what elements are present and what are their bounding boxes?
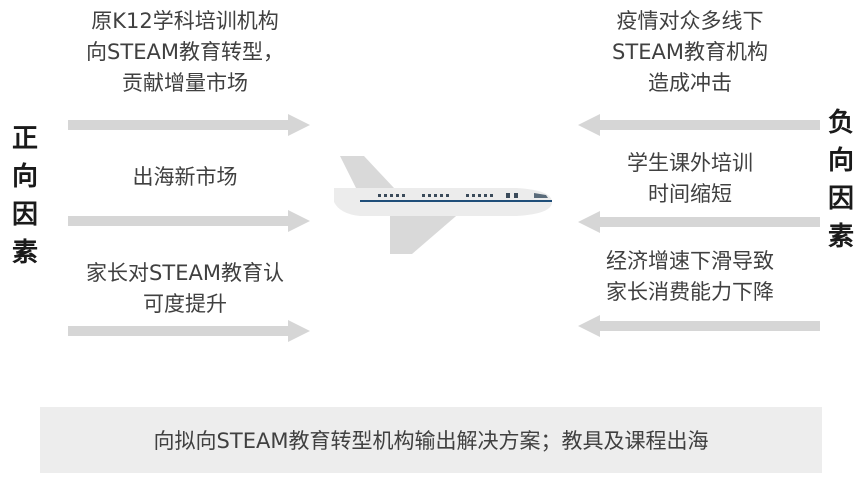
factor-text-line: 向STEAM教育转型， bbox=[86, 40, 284, 64]
negative-label-char: 因 bbox=[827, 184, 854, 214]
factor-text-line: 可度提升 bbox=[143, 292, 227, 316]
factor-text-line: 疫情对众多线下 bbox=[616, 9, 764, 33]
positive-factor-1: 原K12学科培训机构 向STEAM教育转型， 贡献增量市场 bbox=[50, 6, 320, 99]
positive-label-char: 正 bbox=[11, 124, 38, 154]
factor-text-line: 经济增速下滑导致 bbox=[606, 249, 774, 273]
left-arrow bbox=[578, 211, 820, 233]
left-arrow bbox=[578, 114, 820, 136]
right-arrow bbox=[68, 210, 310, 232]
negative-label-char: 素 bbox=[827, 222, 854, 252]
airplane-icon bbox=[320, 150, 560, 264]
factor-text-line: 贡献增量市场 bbox=[122, 71, 248, 95]
positive-factors-label: 正 向 因 素 bbox=[10, 120, 40, 272]
negative-factor-1: 疫情对众多线下 STEAM教育机构 造成冲击 bbox=[560, 6, 820, 99]
factor-text-line: 家长消费能力下降 bbox=[606, 280, 774, 304]
negative-factor-2: 学生课外培训 时间缩短 bbox=[560, 148, 820, 210]
positive-factor-2: 出海新市场 bbox=[50, 162, 320, 193]
negative-factors-label: 负 向 因 素 bbox=[826, 104, 856, 256]
factor-text-line: 造成冲击 bbox=[648, 71, 732, 95]
positive-label-char: 素 bbox=[11, 238, 38, 268]
left-arrow bbox=[578, 315, 820, 337]
positive-label-char: 向 bbox=[11, 162, 38, 192]
right-arrow bbox=[68, 114, 310, 136]
factor-text-line: 家长对STEAM教育认 bbox=[86, 261, 284, 285]
right-arrow bbox=[68, 320, 310, 342]
positive-label-char: 因 bbox=[11, 200, 38, 230]
factor-text-line: 出海新市场 bbox=[132, 165, 238, 189]
positive-factor-3: 家长对STEAM教育认 可度提升 bbox=[50, 258, 320, 320]
conclusion-box: 向拟向STEAM教育转型机构输出解决方案；教具及课程出海 bbox=[40, 407, 822, 473]
factor-text-line: 时间缩短 bbox=[648, 182, 732, 206]
conclusion-text: 向拟向STEAM教育转型机构输出解决方案；教具及课程出海 bbox=[153, 429, 709, 453]
factor-text-line: STEAM教育机构 bbox=[612, 40, 768, 64]
negative-label-char: 负 bbox=[827, 108, 854, 138]
factor-text-line: 原K12学科培训机构 bbox=[91, 9, 279, 33]
negative-label-char: 向 bbox=[827, 146, 854, 176]
negative-factor-3: 经济增速下滑导致 家长消费能力下降 bbox=[560, 246, 820, 308]
factor-text-line: 学生课外培训 bbox=[627, 151, 753, 175]
